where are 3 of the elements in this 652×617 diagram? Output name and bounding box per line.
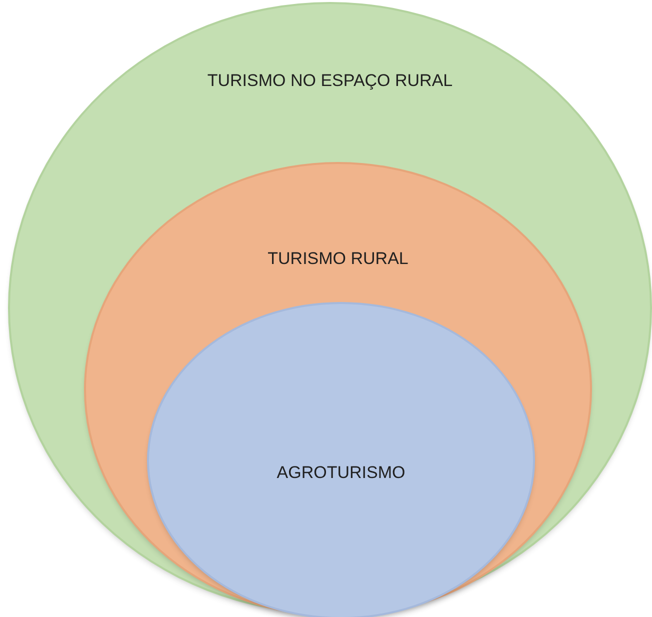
region-label: TURISMO NO ESPAÇO RURAL (206, 70, 454, 92)
region-label: AGROTURISMO (276, 462, 406, 484)
region-label: TURISMO RURAL (266, 248, 410, 270)
